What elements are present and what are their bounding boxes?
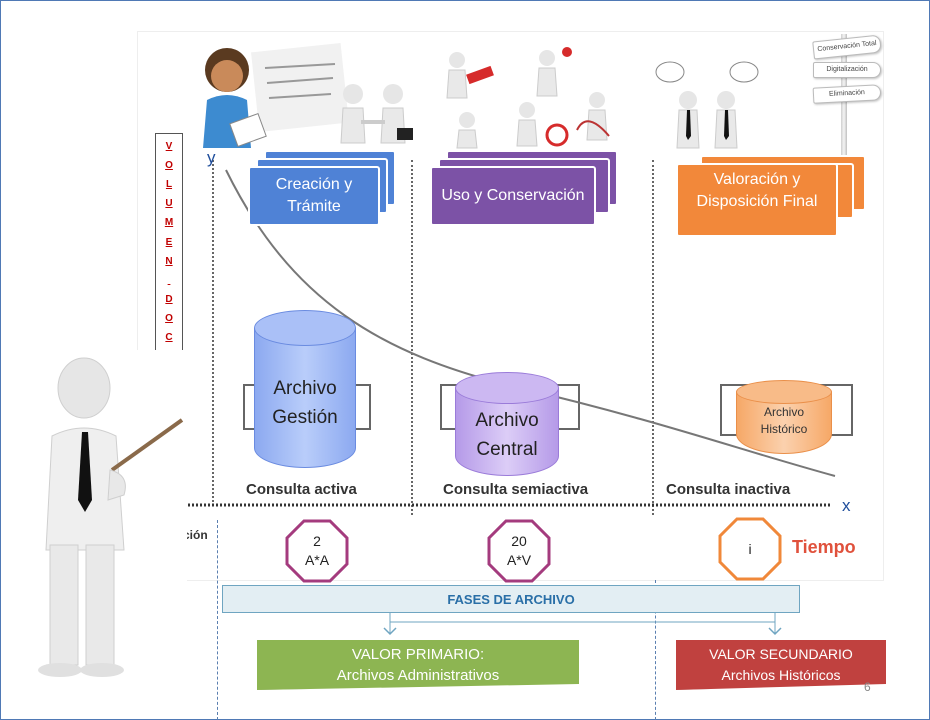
guide-line-left [217, 520, 218, 720]
retention-central-years: 20 [511, 533, 527, 549]
signpost: Conservación Total Digitalización Elimin… [805, 34, 883, 164]
phase-card-use: Uso y Conservación [430, 150, 620, 230]
retention-gestion-code: A*A [304, 552, 330, 568]
vertical-letter: C [165, 332, 173, 344]
vertical-letter [168, 274, 171, 287]
consulta-activa-label: Consulta activa [246, 481, 357, 498]
vertical-letter: M [164, 217, 174, 229]
archivo-central-cylinder: Archivo Central [455, 372, 559, 478]
vertical-letter: N [165, 255, 173, 267]
presenter-figure [18, 350, 187, 695]
octagon-shape [487, 519, 551, 583]
valor-primario-box: VALOR PRIMARIO: Archivos Administrativos [257, 640, 579, 690]
fases-de-archivo-bar: FASES DE ARCHIVO [222, 585, 800, 613]
cylinder-body [455, 388, 559, 476]
consulta-inactiva-label: Consulta inactiva [666, 481, 791, 498]
retention-historico-octagon: i [718, 517, 782, 581]
archivo-gestion-label: Archivo Gestión [272, 378, 338, 428]
phase-creation-label: Creación y Trámite [248, 166, 380, 226]
retention-gestion-text: 2 A*A [285, 519, 349, 583]
phase-use-label: Uso y Conservación [430, 166, 596, 226]
consulta-semiactiva-label: Consulta semiactiva [443, 481, 589, 498]
valor-secundario-subtitle: Archivos Históricos [721, 667, 841, 683]
cylinder-top [455, 372, 559, 404]
x-axis-label: x [842, 496, 851, 515]
phase-divider-2 [652, 160, 654, 515]
octagon-shape [285, 519, 349, 583]
page-number: 6 [864, 680, 871, 694]
cylinder-top [736, 380, 832, 404]
phase-card-valuation: Valoración y Disposición Final [676, 155, 870, 245]
cylinder-top [254, 310, 356, 346]
vertical-letter: L [165, 179, 173, 191]
retention-central-octagon: 20 A*V [487, 519, 551, 583]
valor-primario-subtitle: Archivos Administrativos [336, 667, 500, 684]
retention-gestion-octagon: 2 A*A [285, 519, 349, 583]
cylinder-body [254, 328, 356, 468]
sign-digitalizacion: Digitalización [813, 62, 881, 78]
archivo-gestion-cylinder: Archivo Gestión [254, 310, 356, 470]
archivo-historico-label: Archivo Histórico [760, 405, 808, 436]
archivo-historico-cylinder: Archivo Histórico [736, 380, 832, 456]
vertical-letter: E [165, 236, 173, 248]
valuation-illustration [655, 61, 759, 149]
creation-illustration [203, 42, 413, 148]
valor-secundario-title: VALOR SECUNDARIO [709, 646, 853, 662]
value-connectors [383, 612, 782, 636]
guide-line-right [655, 580, 656, 720]
retention-gestion-years: 2 [313, 533, 321, 549]
retention-historico-text: i [718, 517, 782, 581]
vertical-letter: D [165, 293, 173, 305]
retention-historico-symbol: i [748, 540, 752, 557]
phase-card-creation: Creación y Trámite [248, 150, 398, 230]
retention-central-text: 20 A*V [487, 519, 551, 583]
vertical-letter: O [165, 312, 173, 324]
cropped-label-text: ción [183, 528, 208, 542]
valor-primario-title: VALOR PRIMARIO: [351, 646, 485, 663]
use-illustration [446, 47, 610, 149]
sign-eliminacion: Eliminación [812, 84, 882, 104]
phase-divider-1 [411, 160, 413, 515]
sign-conservacion-total: Conservación Total [812, 34, 882, 60]
y-axis-label: y [207, 148, 216, 167]
retention-central-code: A*V [506, 552, 532, 568]
vertical-letter: U [165, 198, 173, 210]
tiempo-label: Tiempo [792, 537, 856, 557]
vertical-letter: O [165, 160, 173, 172]
archivo-central-label: Archivo Central [475, 410, 539, 460]
valor-secundario-box: VALOR SECUNDARIO Archivos Históricos [676, 640, 886, 690]
phase-valuation-label: Valoración y Disposición Final [676, 163, 838, 237]
vertical-letter: V [165, 141, 173, 152]
octagon-shape [718, 517, 782, 581]
